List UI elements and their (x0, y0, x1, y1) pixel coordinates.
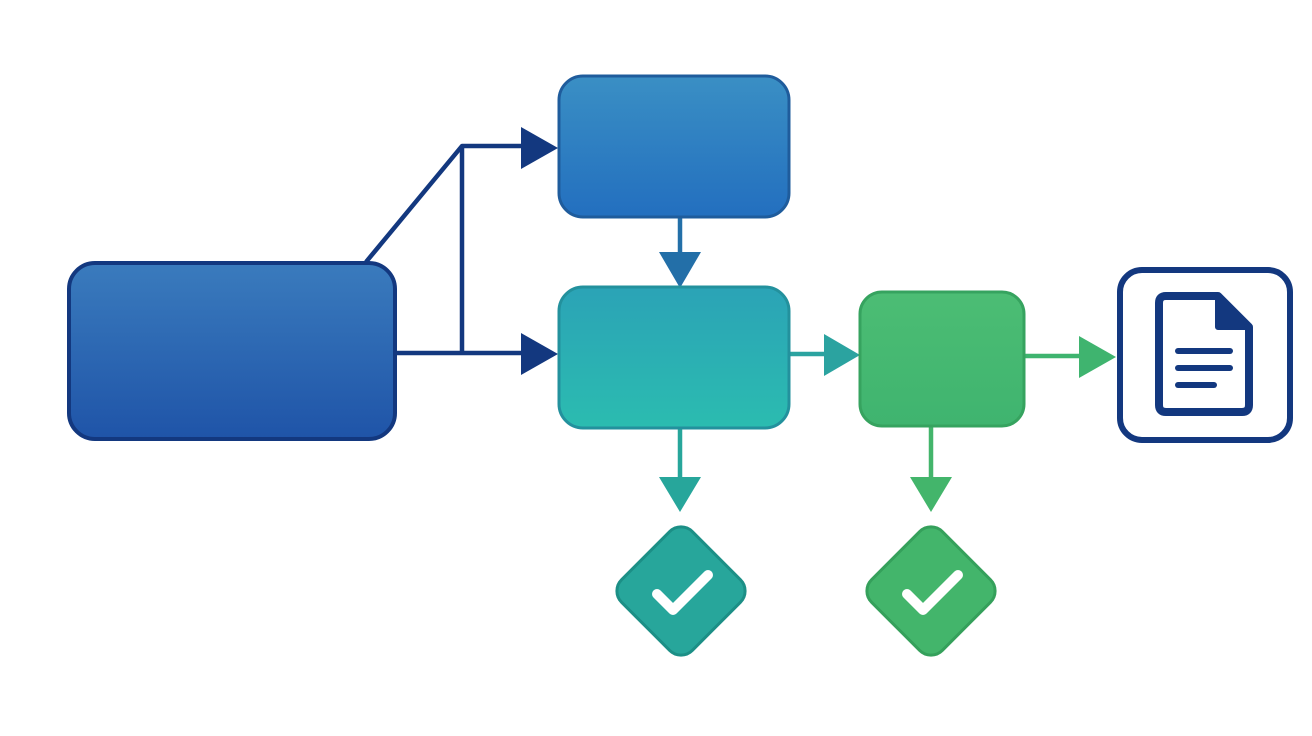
arrowhead-icon (521, 127, 558, 169)
decision-teal (615, 525, 747, 657)
check-icon (902, 570, 963, 615)
edge-right-to-check (910, 426, 952, 512)
document-icon (1155, 292, 1253, 416)
arrowhead-icon (521, 333, 558, 375)
edge-middle-to-right (789, 334, 860, 376)
edge-middle-to-check (659, 428, 701, 512)
arrowhead-icon (659, 252, 701, 288)
edge-source-to-middle (396, 333, 558, 375)
arrowhead-icon (824, 334, 860, 376)
middle-box (557, 285, 791, 430)
arrowhead-icon (910, 477, 952, 512)
right-box (858, 290, 1026, 428)
top-box (557, 74, 791, 219)
decision-green (865, 525, 997, 657)
arrowhead-icon (659, 477, 701, 512)
edge-right-to-document (1024, 336, 1116, 378)
edge-source-to-top (364, 127, 558, 353)
source-box (67, 261, 397, 441)
output-document (1117, 267, 1293, 443)
arrowhead-icon (1079, 336, 1116, 378)
edge-top-to-middle (659, 217, 701, 288)
check-icon (652, 570, 713, 615)
